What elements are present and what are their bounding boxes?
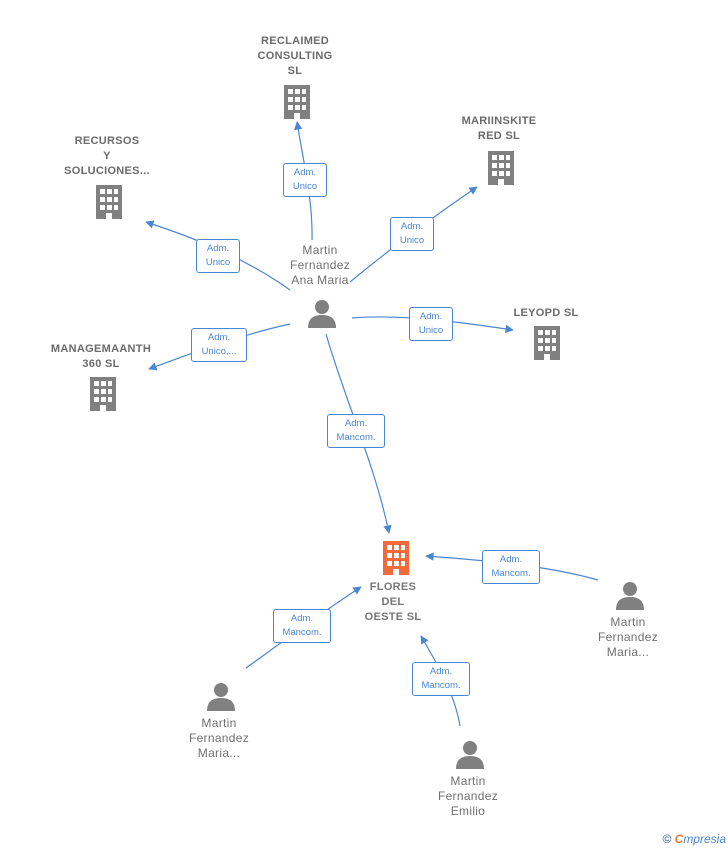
copyright-symbol: © xyxy=(662,832,672,846)
label-line: RECLAIMED xyxy=(260,35,330,47)
edge-label-line: Adm. xyxy=(206,243,230,254)
company-label-managemaanth[interactable]: MANAGEMAANTH 360 SL xyxy=(41,342,161,372)
label-line: CONSULTING xyxy=(257,50,333,62)
edge-label-to-managemaanth: Adm. Unico,... xyxy=(191,328,247,362)
label-line: Maria... xyxy=(197,746,241,760)
edge-label-to-mariinskite: Adm. Unico xyxy=(390,217,434,251)
edge-label-line: Unico xyxy=(418,325,444,336)
company-label-recursos[interactable]: RECURSOS Y SOLUCIONES... xyxy=(47,134,167,179)
label-line: Martin xyxy=(302,243,338,257)
person-icon xyxy=(207,683,235,711)
person-label-emilio[interactable]: Martin Fernandez Emilio xyxy=(408,774,528,819)
label-line: FLORES xyxy=(369,581,417,593)
edge-label-to-leyopd: Adm. Unico xyxy=(409,307,453,341)
edge-label-maria-left-to-flores: Adm. Mancom. xyxy=(273,609,331,643)
building-icon xyxy=(488,151,514,185)
edge-label-line: Adm. xyxy=(207,332,231,343)
edge-label-line: Mancom. xyxy=(336,432,376,443)
label-line: Fernandez xyxy=(437,789,499,803)
edge-label-line: Mancom. xyxy=(421,680,461,691)
label-line: Martin xyxy=(201,716,237,730)
edge-label-line: Adm. xyxy=(499,554,523,565)
label-line: Martin xyxy=(450,774,486,788)
edge-label-to-recursos: Adm. Unico xyxy=(196,239,240,273)
edge-label-line: Adm. xyxy=(429,666,453,677)
edge-label-line: Unico,... xyxy=(201,346,237,357)
edge-label-emilio-to-flores: Adm. Mancom. xyxy=(412,662,470,696)
label-line: RED SL xyxy=(477,130,521,142)
label-line: Fernandez xyxy=(597,630,659,644)
label-line: Y xyxy=(103,150,111,162)
label-line: LEYOPD SL xyxy=(513,307,579,319)
edge-label-ana-to-flores: Adm. Mancom. xyxy=(327,414,385,448)
label-line: MARIINSKITE xyxy=(461,115,537,127)
edge-label-to-reclaimed: Adm. Unico xyxy=(283,163,327,197)
building-icon xyxy=(534,326,560,360)
edge-label-line: Adm. xyxy=(419,311,443,322)
edge-label-line: Unico xyxy=(399,235,425,246)
edge-label-line: Unico xyxy=(205,257,231,268)
footer-brand[interactable]: © Cmpresia xyxy=(662,832,726,846)
label-line: Maria... xyxy=(606,645,650,659)
label-line: Emilio xyxy=(450,804,486,818)
edge-label-line: Adm. xyxy=(400,221,424,232)
label-line: RECURSOS xyxy=(74,135,140,147)
edge-label-line: Mancom. xyxy=(491,568,531,579)
label-line: SOLUCIONES... xyxy=(64,165,150,177)
main-company-building-icon xyxy=(383,541,409,575)
edge-label-line: Mancom. xyxy=(282,627,322,638)
label-line: 360 SL xyxy=(82,358,120,370)
company-label-reclaimed[interactable]: RECLAIMED CONSULTING SL xyxy=(235,34,355,79)
edge-label-line: Adm. xyxy=(293,167,317,178)
label-line: MANAGEMAANTH xyxy=(50,343,152,355)
company-label-flores[interactable]: FLORES DEL OESTE SL xyxy=(333,580,453,625)
label-line: OESTE SL xyxy=(364,611,422,623)
person-icon xyxy=(456,741,484,769)
person-label-maria-left[interactable]: Martin Fernandez Maria... xyxy=(159,716,279,761)
label-line: SL xyxy=(287,65,303,77)
building-icon xyxy=(284,85,310,119)
edge-label-line: Unico xyxy=(292,181,318,192)
edge-label-line: Adm. xyxy=(290,613,314,624)
label-line: Fernandez xyxy=(188,731,250,745)
edge-label-maria-right-to-flores: Adm. Mancom. xyxy=(482,550,540,584)
label-line: DEL xyxy=(381,596,405,608)
company-label-leyopd[interactable]: LEYOPD SL xyxy=(486,306,606,321)
building-icon xyxy=(90,377,116,411)
person-icon xyxy=(308,300,336,328)
label-line: Ana Maria xyxy=(291,273,349,287)
label-line: Fernandez xyxy=(289,258,351,272)
building-icon xyxy=(96,185,122,219)
edge-label-line: Adm. xyxy=(344,418,368,429)
brand-name: mpresia xyxy=(683,832,726,846)
brand-logo-initial: C xyxy=(674,832,684,846)
company-label-mariinskite[interactable]: MARIINSKITE RED SL xyxy=(439,114,559,144)
person-label-maria-right[interactable]: Martin Fernandez Maria... xyxy=(568,615,688,660)
person-label-ana-maria[interactable]: Martin Fernandez Ana Maria xyxy=(260,243,380,288)
label-line: Martin xyxy=(610,615,646,629)
person-icon xyxy=(616,582,644,610)
